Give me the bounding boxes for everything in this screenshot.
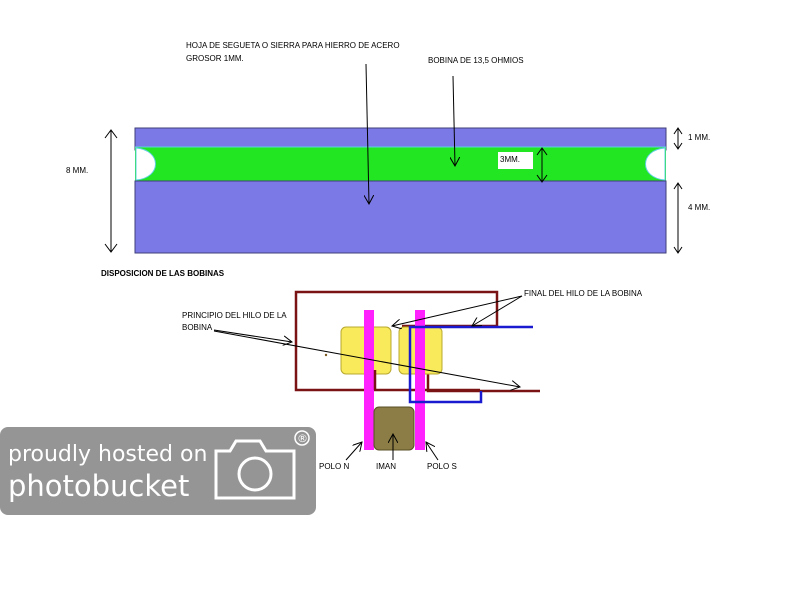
watermark-line2: photobucket	[8, 469, 189, 503]
watermark-line1: proudly hosted on	[8, 442, 207, 467]
coil-height-box	[498, 152, 533, 169]
pole-n-bar	[364, 310, 374, 450]
pole-s-bar	[415, 310, 425, 450]
top-thickness-label: 1 MM.	[688, 133, 710, 142]
dimension-arrows	[104, 63, 683, 254]
total-height-label: 8 MM.	[66, 166, 88, 175]
pole-n-label: POLO N	[319, 462, 349, 471]
coil-resistance-label: BOBINA DE 13,5 OHMIOS	[428, 56, 524, 65]
wire-start-label-line1: PRINCIPIO DEL HILO DE LA	[182, 311, 287, 320]
blade-label-line2: GROSOR 1MM.	[186, 54, 244, 63]
right-notch	[645, 147, 666, 181]
wire-darkred-loop	[294, 290, 499, 392]
magnet-label: IMAN	[376, 462, 396, 471]
photobucket-watermark: proudly hosted on photobucket ®	[0, 427, 316, 515]
blade-label-line1: HOJA DE SEGUETA O SIERRA PARA HIERRO DE …	[186, 41, 400, 50]
blade-lower	[134, 180, 667, 254]
section-title: DISPOSICION DE LAS BOBINAS	[101, 269, 225, 278]
magnet	[373, 406, 415, 451]
wire-start-label-line2: BOBINA	[182, 323, 213, 332]
left-notch	[135, 147, 156, 181]
wire-end-label: FINAL DEL HILO DE LA BOBINA	[524, 289, 643, 298]
coil-height-label: 3MM.	[500, 155, 520, 164]
camera-icon	[214, 439, 296, 500]
coil-layer	[135, 147, 666, 181]
wire-blue	[408, 325, 533, 404]
wire-darkred-tail	[426, 370, 540, 393]
cross-section	[134, 127, 667, 254]
pole-s-label: POLO S	[427, 462, 457, 471]
bottom-thickness-label: 4 MM.	[688, 203, 710, 212]
registered-mark: ®	[297, 432, 308, 445]
coil-arrangement	[294, 290, 540, 451]
pointer-arrows	[213, 295, 523, 461]
